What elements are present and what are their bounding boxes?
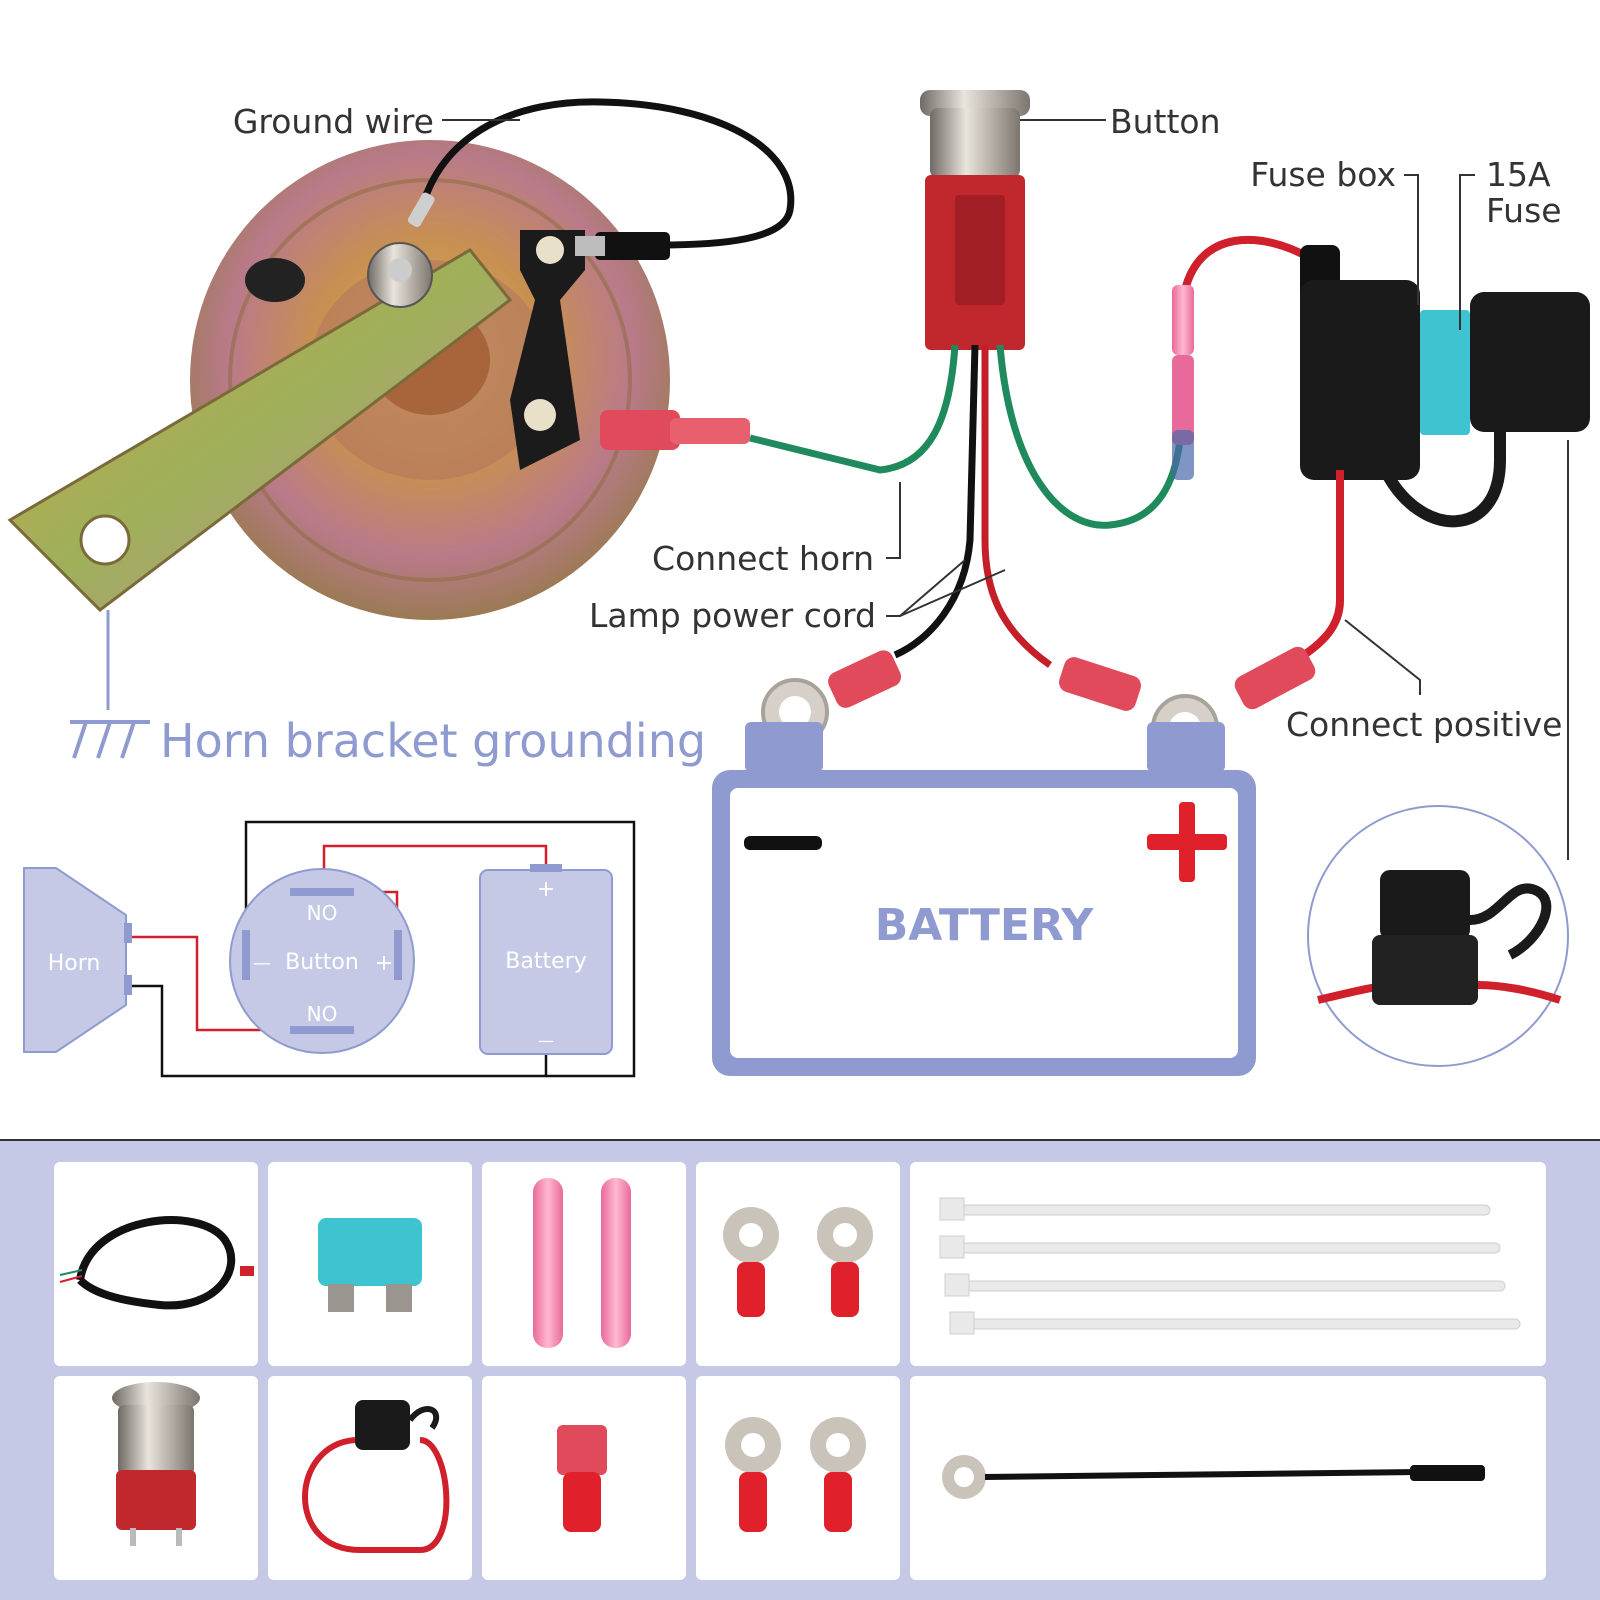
fuse-rating-label: 15A: [1486, 155, 1551, 194]
cable-tie-icon: [939, 1197, 1521, 1335]
ground-symbol-icon: [70, 720, 150, 759]
ground-wire-icon: [942, 1455, 1485, 1499]
battery-graphic: BATTERY: [712, 722, 1256, 1076]
battery-title: BATTERY: [875, 900, 1095, 951]
horn-bracket-grounding-label: Horn bracket grounding: [160, 714, 706, 768]
spade-terminal-icon: [557, 1425, 607, 1532]
fuse-holder-inset: [1307, 805, 1569, 1067]
push-button-switch: [749, 90, 1184, 668]
leader-lines: [442, 119, 1569, 860]
ground-wire-label: Ground wire: [233, 102, 434, 141]
parts-panel: [0, 1139, 1600, 1600]
ring-terminal-icon: [725, 1417, 866, 1532]
fuse-holder-icon: [302, 1400, 450, 1553]
schematic-no-top-label: NO: [307, 901, 338, 925]
wiring-schematic: Horn NO NO Button — + + Battery —: [23, 820, 636, 1078]
schematic-battery-label: Battery: [505, 949, 586, 974]
schematic-no-bottom-label: NO: [307, 1002, 338, 1026]
schematic-button-label: Button: [285, 950, 359, 975]
battery-minus-sign: [744, 836, 822, 850]
schematic-battery-minus: —: [538, 1031, 554, 1050]
horn-photo: [7, 140, 670, 620]
horn-spade-connector: [600, 410, 750, 450]
blade-fuse-icon: [318, 1218, 422, 1312]
lamp-power-cord-label: Lamp power cord: [589, 596, 876, 635]
push-button-switch-icon: [112, 1382, 200, 1546]
heat-shrink-connector-icon: [533, 1178, 631, 1348]
button-label: Button: [1110, 102, 1221, 141]
fuse-type-label: Fuse: [1486, 191, 1562, 230]
schematic-button-minus: —: [253, 953, 271, 974]
wire-harness-icon: [59, 1216, 254, 1310]
schematic-button-plus: +: [375, 951, 393, 976]
ground-wire: [407, 98, 795, 260]
ring-terminal-icon: [723, 1207, 873, 1317]
schematic-battery-plus: +: [537, 877, 555, 902]
connect-horn-label: Connect horn: [652, 539, 874, 578]
fuse-box-label: Fuse box: [1250, 155, 1396, 194]
connect-positive-label: Connect positive: [1286, 705, 1562, 744]
fuse-holder: [1172, 235, 1590, 694]
schematic-horn-label: Horn: [48, 951, 101, 976]
